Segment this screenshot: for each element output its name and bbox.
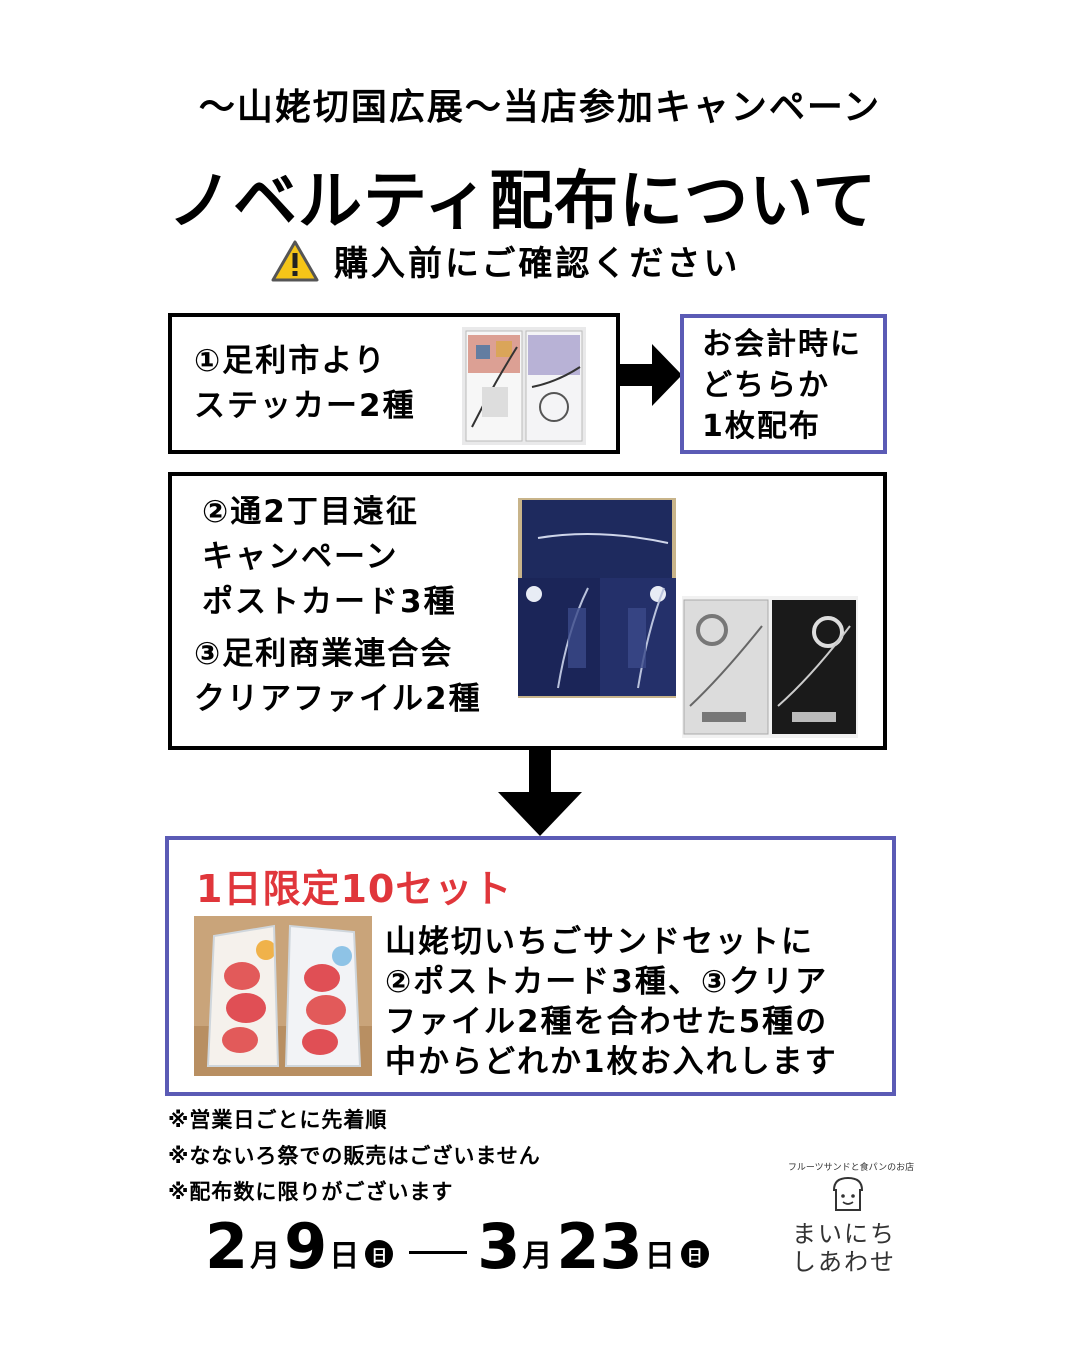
- limited-set-label: 1日限定10セット: [196, 867, 513, 911]
- date-range-dash: [409, 1251, 468, 1254]
- start-day-unit: 日: [329, 1239, 360, 1274]
- limited-set-box: 1日限定10セット 山姥切いちごサンドセットに ②ポストカード3種、③クリア フ…: [165, 836, 896, 1096]
- bread-icon: [832, 1176, 864, 1211]
- warning-icon: [271, 240, 319, 281]
- end-month-unit: 月: [522, 1239, 553, 1274]
- sticker-box: ①足利市より ステッカー2種: [168, 313, 620, 454]
- logo-line1: まいにち: [792, 1220, 896, 1248]
- end-day-unit: 日: [644, 1239, 675, 1274]
- start-month: 2: [205, 1210, 249, 1283]
- postcard-clearfile-box: ②通2丁目遠征 キャンペーン ポストカード3種 ③足利商業連合会 クリアファイル…: [168, 472, 887, 750]
- strawberry-sandwich-photo: [194, 916, 372, 1076]
- warning-row: 購入前にご確認ください: [270, 236, 740, 285]
- note-no-festival-sale: ※なないろ祭での販売はございません: [168, 1144, 541, 1168]
- down-arrow-icon: [498, 750, 582, 836]
- clearfile-photo: [682, 596, 858, 738]
- end-day: 23: [556, 1210, 643, 1283]
- sticker-photo: [462, 327, 586, 445]
- end-month: 3: [477, 1210, 521, 1283]
- start-weekday-badge: 日: [365, 1240, 394, 1268]
- postcard-photo: [518, 498, 676, 698]
- warning-text: 購入前にご確認ください: [334, 244, 741, 284]
- logo-arc-text: フルーツサンドと食パンのお店: [787, 1163, 915, 1173]
- page-title: ノベルティ配布について: [168, 165, 878, 239]
- end-weekday-badge: 日: [680, 1240, 709, 1268]
- campaign-subtitle: 〜山姥切国広展〜当店参加キャンペーン: [198, 87, 882, 128]
- distribution-text: お会計時に どちらか 1枚配布: [702, 327, 862, 444]
- distribution-box: お会計時に どちらか 1枚配布: [680, 314, 887, 454]
- logo-line2: しあわせ: [792, 1248, 896, 1276]
- sticker-label: ①足利市より ステッカー2種: [194, 343, 416, 424]
- note-limited-quantity: ※配布数に限りがございます: [168, 1180, 454, 1204]
- start-month-unit: 月: [250, 1239, 281, 1274]
- postcard-label: ②通2丁目遠征 キャンペーン ポストカード3種: [202, 494, 457, 620]
- set-description: 山姥切いちごサンドセットに ②ポストカード3種、③クリア ファイル2種を合わせた…: [385, 924, 838, 1080]
- right-arrow-icon: [618, 344, 682, 406]
- start-day: 9: [284, 1210, 328, 1283]
- shop-logo: フルーツサンドと食パンのお店 まいにち しあわせ: [788, 1160, 914, 1276]
- clearfile-label: ③足利商業連合会 クリアファイル2種: [194, 636, 482, 717]
- campaign-period: 2 月 9 日 日 3 月 23 日 日: [205, 1208, 715, 1278]
- note-first-come: ※営業日ごとに先着順: [168, 1108, 388, 1132]
